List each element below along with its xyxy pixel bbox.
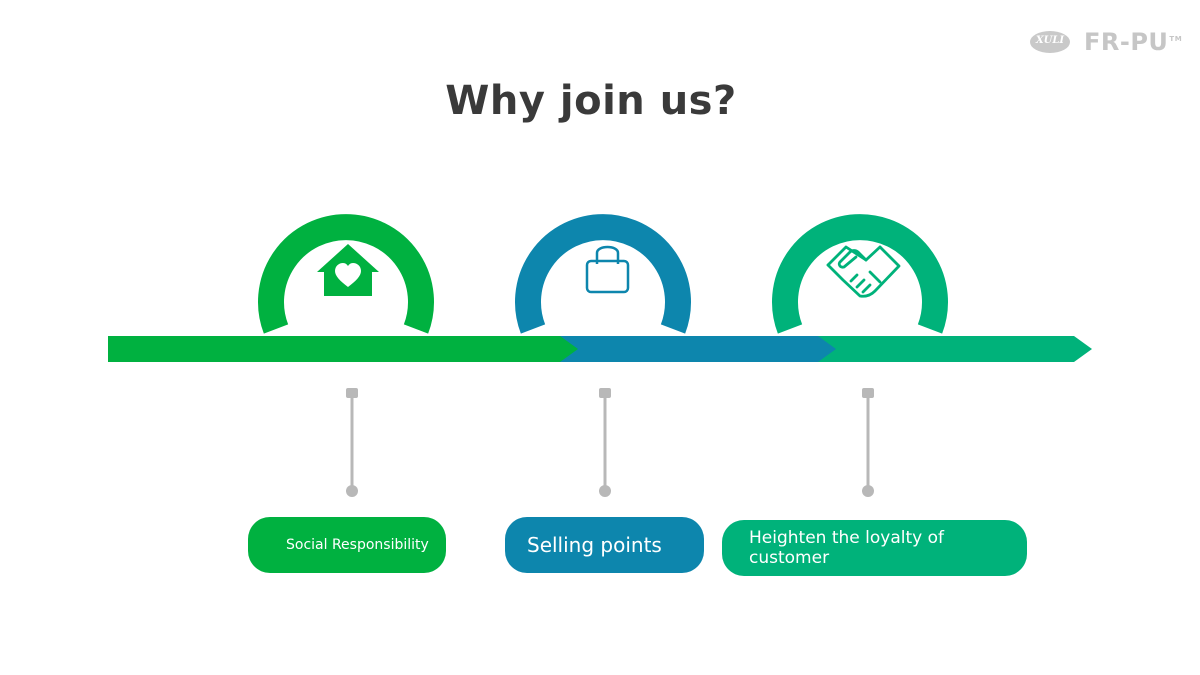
page-title: Why join us? xyxy=(445,78,737,124)
loop-2 xyxy=(515,214,691,334)
house-heart-icon xyxy=(317,244,379,296)
xuli-logo-oval xyxy=(1030,31,1070,53)
step-label-text: Heighten the loyalty of customer xyxy=(749,528,944,568)
connector-3 xyxy=(862,388,874,497)
arrow-segment-2 xyxy=(540,336,836,362)
frpu-logo: FR-PUTM xyxy=(1084,29,1182,55)
frpu-logo-text: FR-PU xyxy=(1084,28,1169,56)
connector-2 xyxy=(599,388,611,497)
step-label-social-responsibility: Social Responsibility xyxy=(248,517,446,573)
arrow-segment-1 xyxy=(108,336,578,362)
handshake-icon xyxy=(826,245,901,298)
step-label-selling-points: Selling points xyxy=(505,517,704,573)
loop-1 xyxy=(258,214,434,334)
arrow-segment-3 xyxy=(800,336,1092,362)
loop-3 xyxy=(772,214,948,334)
step-label-text: Social Responsibility xyxy=(286,536,429,553)
xuli-logo: XULI xyxy=(1030,29,1070,55)
xuli-logo-text: XULI xyxy=(1035,35,1065,46)
step-label-customer-loyalty: Heighten the loyalty of customer xyxy=(722,520,1027,576)
shopping-bag-icon xyxy=(585,245,630,294)
trademark-mark: TM xyxy=(1169,35,1183,43)
step-label-text: Selling points xyxy=(527,533,662,557)
connector-1 xyxy=(346,388,358,497)
